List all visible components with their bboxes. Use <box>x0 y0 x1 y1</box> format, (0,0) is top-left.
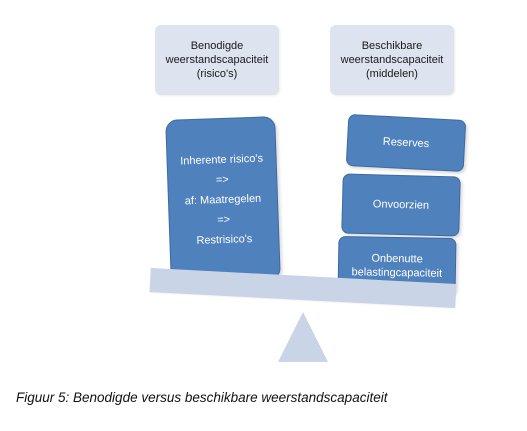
right-header-line-3: (middelen) <box>366 68 418 80</box>
right-header-line-2: weerstandscapaciteit <box>340 54 444 66</box>
left-header-box: Benodigde weerstandscapaciteit (risico's… <box>155 25 279 95</box>
figure-caption: Figuur 5: Benodigde versus beschikbare w… <box>16 390 388 405</box>
left-header-line-3: (risico's) <box>196 68 238 80</box>
right-header-box: Beschikbare weerstandscapaciteit (middel… <box>330 25 454 95</box>
left-header-line-2: weerstandscapaciteit <box>165 54 269 66</box>
fulcrum-triangle <box>278 312 328 362</box>
left-header-line-1: Benodigde <box>190 40 244 52</box>
right-header-line-1: Beschikbare <box>361 40 423 52</box>
